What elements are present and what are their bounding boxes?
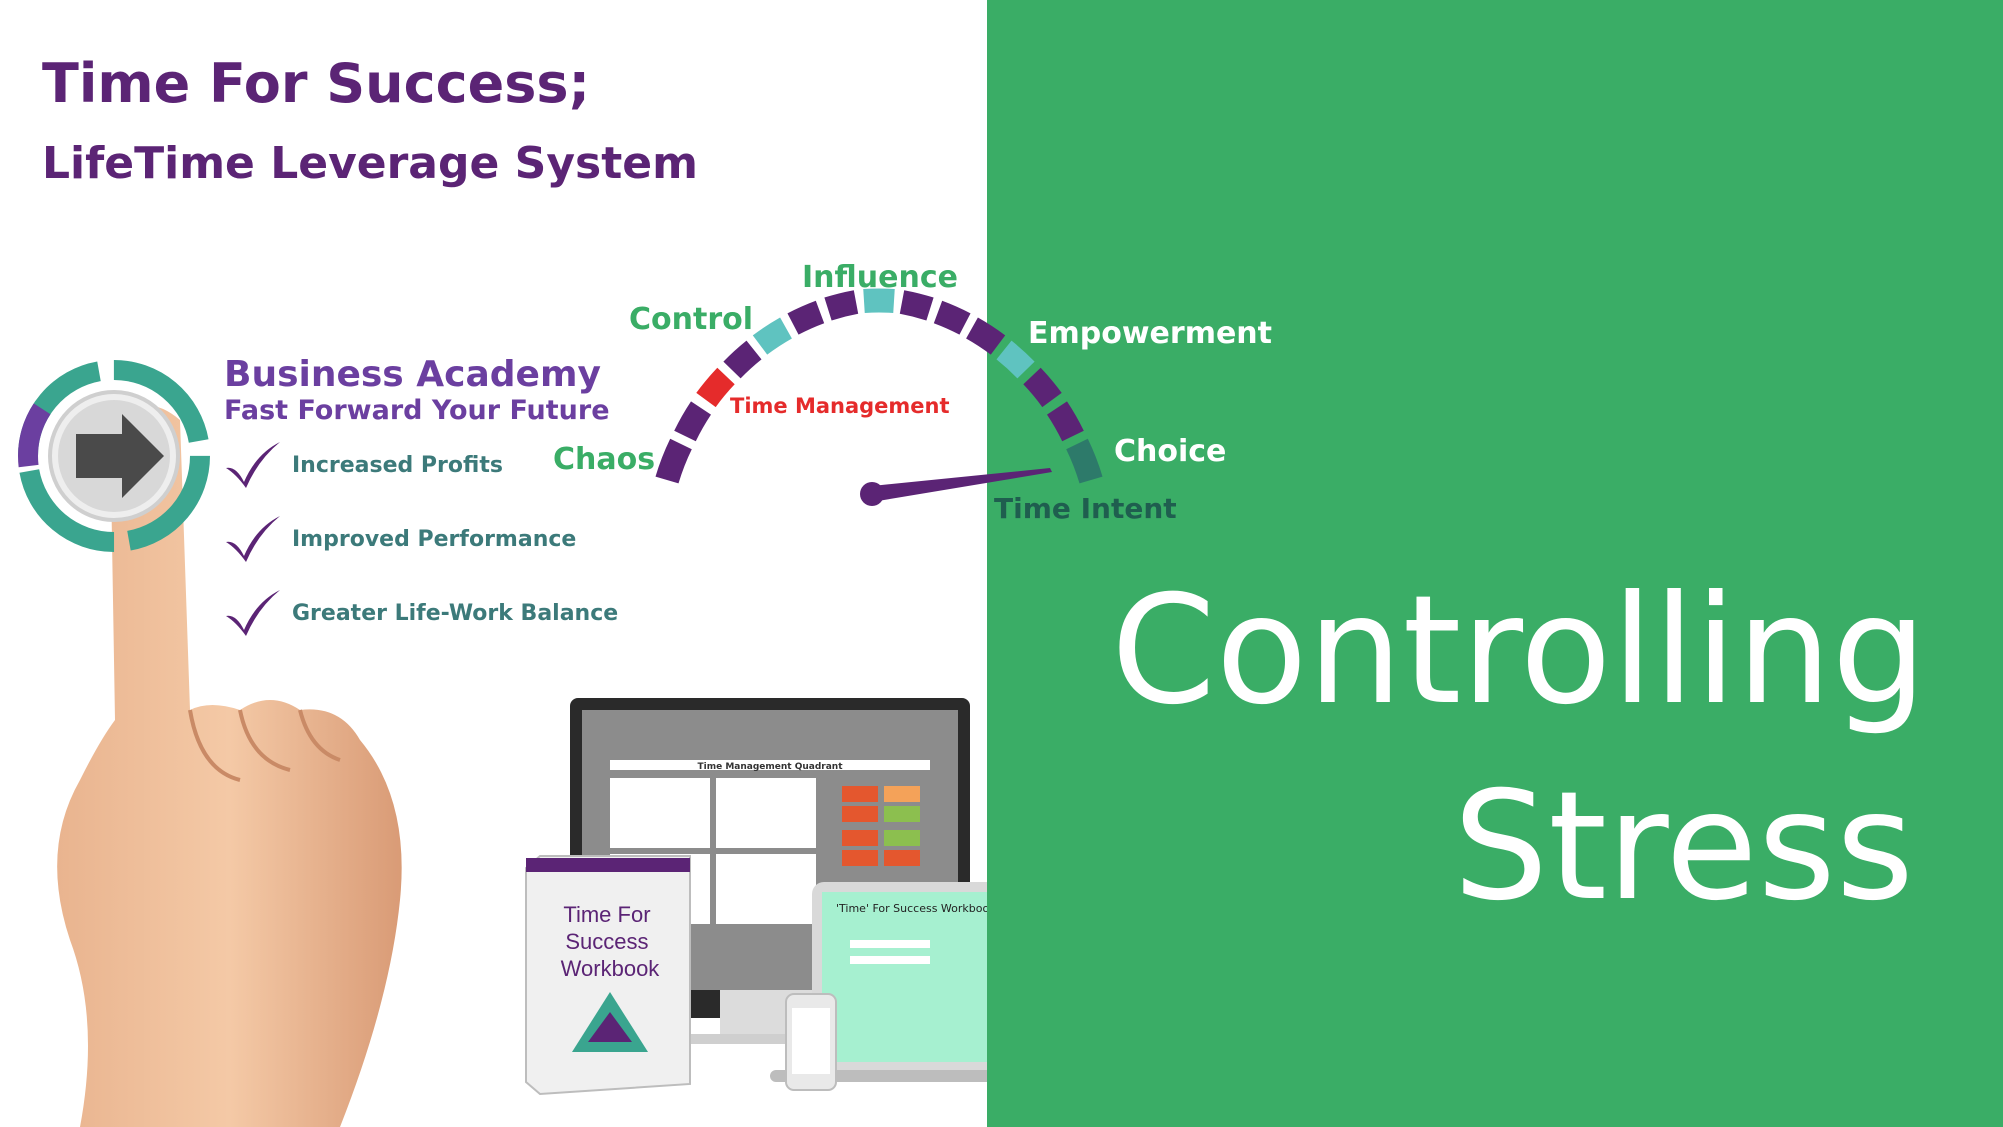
page-title: Time For Success; [42, 52, 591, 115]
gauge-label-control: Control [629, 302, 754, 337]
gauge-label-chaos: Chaos [553, 442, 656, 477]
gauge-label-empowerment: Empowerment [1028, 316, 1272, 351]
page-subtitle: LifeTime Leverage System [42, 138, 698, 189]
benefit-label: Improved Performance [292, 526, 577, 552]
stress-gauge [655, 288, 1103, 506]
benefit-label: Greater Life-Work Balance [292, 600, 619, 626]
benefit-label: Increased Profits [292, 452, 503, 478]
benefit-item: Increased Profits [222, 440, 503, 490]
workbook-cover-title: Time For Success Workbook [561, 902, 661, 981]
checkmark-icon [226, 516, 280, 562]
gauge-label-choice: Choice [1114, 434, 1227, 469]
laptop-heading: 'Time' For Success Workbook [836, 902, 996, 915]
gauge-label-time-intent: Time Intent [994, 492, 1177, 525]
academy-tagline: Fast Forward Your Future [224, 395, 610, 426]
headline-line-1: Controlling [1111, 564, 1927, 738]
benefit-item: Greater Life-Work Balance [222, 588, 618, 638]
green-panel: Controlling Stress [987, 0, 2003, 1127]
checkmark-icon [226, 442, 280, 488]
academy-title: Business Academy [224, 354, 601, 395]
gauge-label-time-management: Time Management [730, 394, 950, 418]
sheet-heading: Time Management Quadrant [697, 762, 843, 772]
fast-forward-button-icon [18, 360, 210, 552]
benefit-item: Improved Performance [222, 514, 576, 564]
left-panel: Time For Success; LifeTime Leverage Syst… [0, 0, 1130, 1127]
headline-line-2: Stress [1453, 760, 1914, 934]
checkmark-icon [226, 590, 280, 636]
